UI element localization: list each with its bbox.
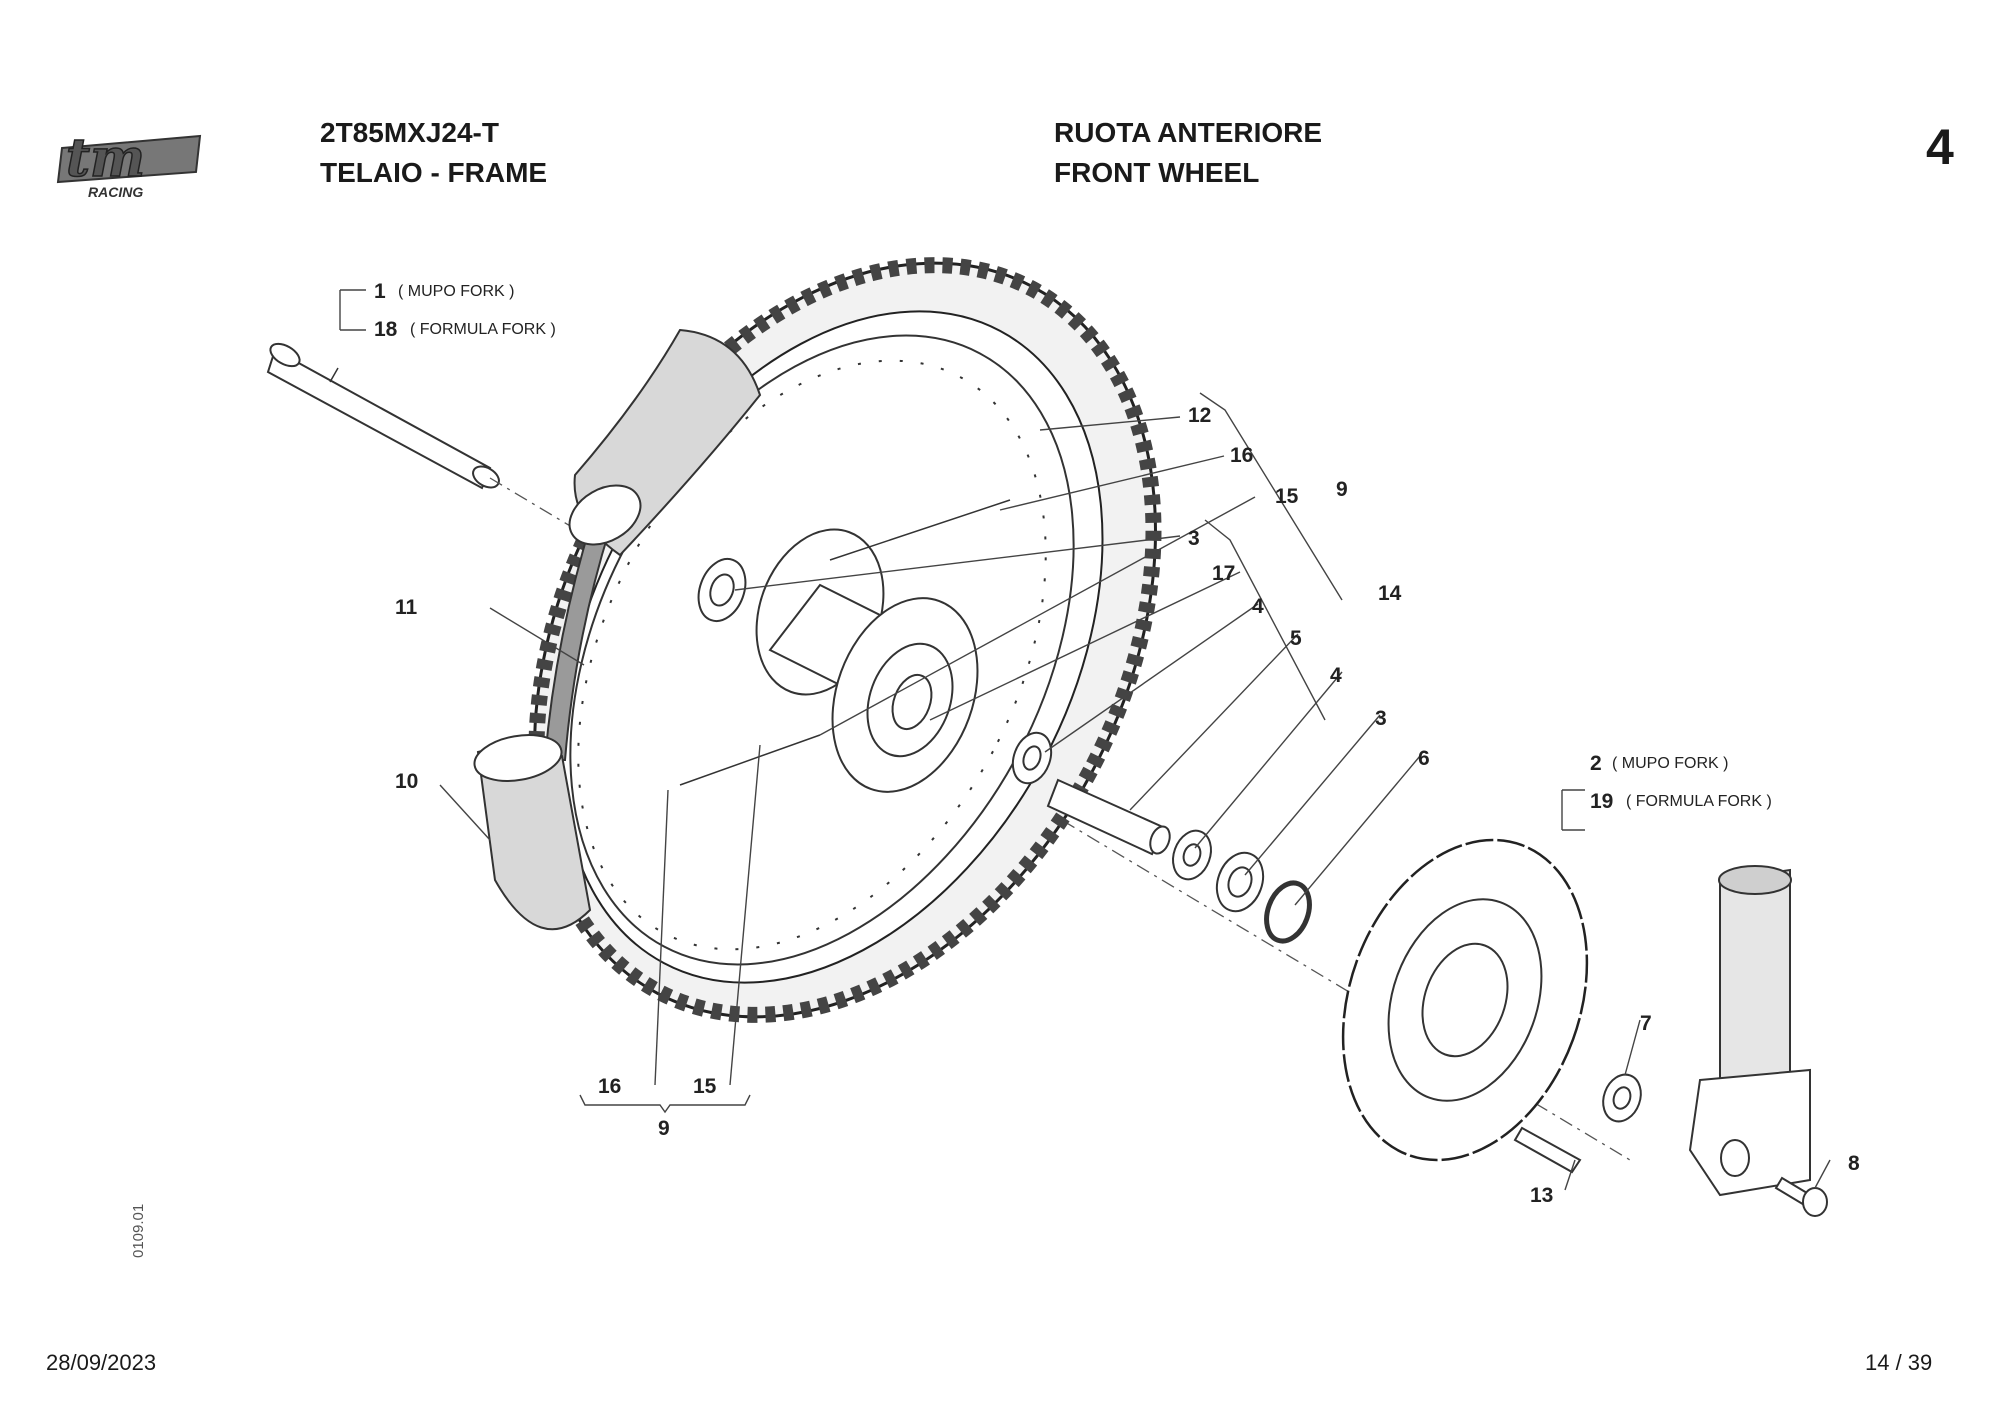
disc-spacer <box>1602 1073 1642 1123</box>
circlip <box>1264 880 1312 944</box>
disc-screw <box>1513 1126 1582 1174</box>
header-right-block: RUOTA ANTERIORE FRONT WHEEL <box>1054 113 1322 193</box>
fork-leg <box>1688 865 1811 1197</box>
bearing-right <box>1215 851 1265 913</box>
callout-12: 12 <box>1188 404 1211 427</box>
callout-6: 6 <box>1418 747 1430 770</box>
callout-19: 19 <box>1590 790 1613 813</box>
callout-19-note: ( FORMULA FORK ) <box>1626 793 1772 810</box>
footer-page-number: 14 / 39 <box>1865 1350 1933 1375</box>
callout-2-note: ( MUPO FORK ) <box>1612 755 1728 772</box>
spoke-upper <box>829 499 1011 561</box>
callout-11: 11 <box>395 596 418 619</box>
logo-sub-text: RACING <box>88 184 143 200</box>
callout-9b: 9 <box>658 1117 670 1140</box>
callout-4b: 4 <box>1330 664 1342 687</box>
bracket-9 <box>1199 392 1343 601</box>
callout-18-note: ( FORMULA FORK ) <box>410 321 556 338</box>
callout-16a: 16 <box>1230 444 1253 467</box>
bracket-9-bottom <box>579 1094 751 1114</box>
callout-8: 8 <box>1848 1152 1860 1175</box>
callout-9a: 9 <box>1336 478 1348 501</box>
callout-3a: 3 <box>1188 527 1200 550</box>
document-code: 0109.01 <box>130 1203 147 1258</box>
spacer-4 <box>1011 731 1053 785</box>
callout-17: 17 <box>1212 562 1235 585</box>
bracket-14 <box>1204 519 1326 721</box>
callout-1: 1 <box>374 280 386 303</box>
callout-18: 18 <box>374 318 398 341</box>
axle-bolt <box>1774 1176 1828 1217</box>
wheel-hub <box>755 528 979 793</box>
front-axle <box>266 342 500 490</box>
callout-2: 2 <box>1590 752 1602 775</box>
brake-disc <box>1341 838 1589 1162</box>
title-italian: RUOTA ANTERIORE <box>1054 117 1323 148</box>
group-title: TELAIO - FRAME <box>320 157 548 188</box>
spacer-4b <box>1172 829 1212 881</box>
rim-band <box>543 518 612 761</box>
callout-15b: 15 <box>693 1075 717 1098</box>
tm-racing-logo: tm RACING <box>56 127 202 200</box>
callout-10: 10 <box>395 770 418 793</box>
footer-date: 28/09/2023 <box>46 1350 157 1375</box>
callout-7: 7 <box>1640 1012 1652 1035</box>
title-english: FRONT WHEEL <box>1054 157 1260 188</box>
callout-5: 5 <box>1290 627 1302 650</box>
callout-13: 13 <box>1530 1184 1553 1207</box>
callout-1-note: ( MUPO FORK ) <box>398 283 514 300</box>
spacer-tube <box>1046 778 1171 856</box>
callout-3b: 3 <box>1375 707 1387 730</box>
callout-15a: 15 <box>1275 485 1299 508</box>
page-group-number: 4 <box>1926 119 1954 175</box>
callout-4a: 4 <box>1252 595 1264 618</box>
callout-14: 14 <box>1378 582 1402 605</box>
spoke-lower <box>679 734 821 786</box>
bearing-left <box>697 558 747 622</box>
logo-main-text: tm <box>66 128 145 189</box>
model-code: 2T85MXJ24-T <box>320 117 499 148</box>
header-left-block: 2T85MXJ24-T TELAIO - FRAME <box>320 113 547 193</box>
callout-16b: 16 <box>598 1075 621 1098</box>
